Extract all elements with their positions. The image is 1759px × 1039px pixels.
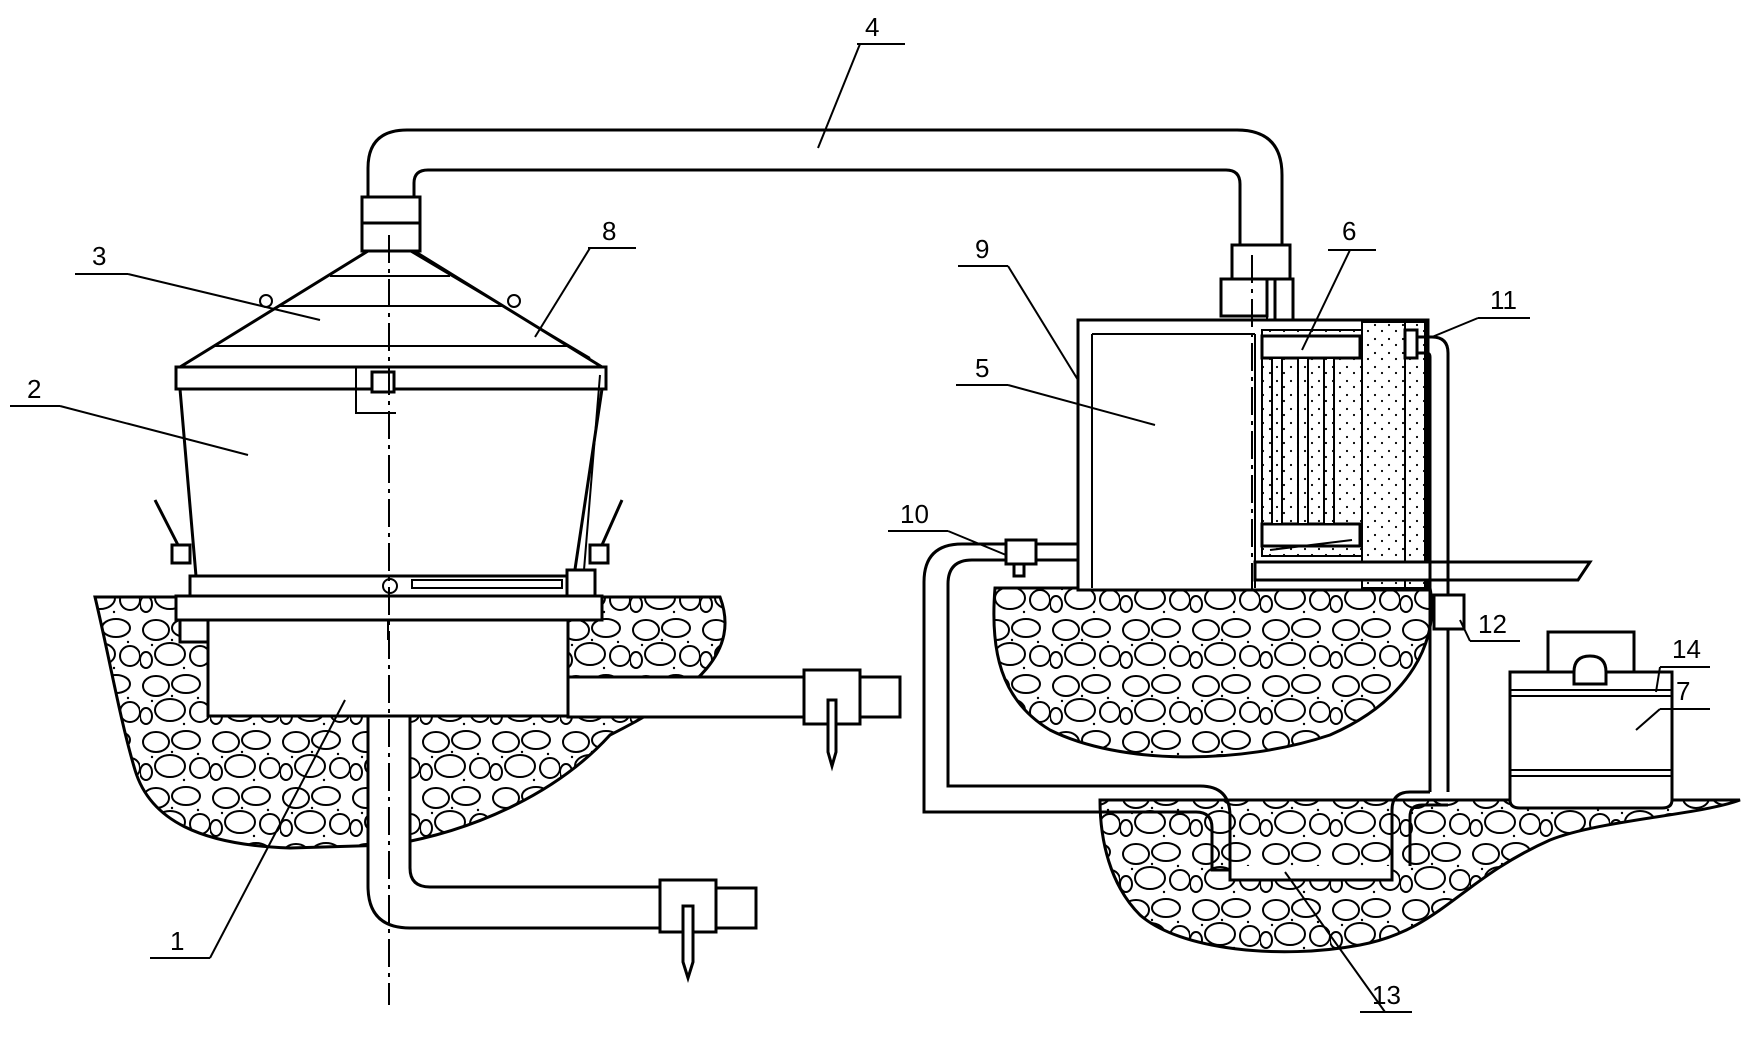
valve-12 <box>1432 593 1466 631</box>
collection-pit <box>1228 866 1394 882</box>
label-12: 12 <box>1478 609 1507 639</box>
label-3: 3 <box>92 241 106 271</box>
storage-container <box>1508 630 1674 810</box>
still-body <box>153 365 624 602</box>
label-6: 6 <box>1342 216 1356 246</box>
label-7: 7 <box>1676 676 1690 706</box>
pit-return-pipe <box>1390 790 1448 866</box>
right-ground-mound-lower <box>1098 798 1741 954</box>
tank-wall-insulation <box>1404 321 1426 589</box>
label-1: 1 <box>170 926 184 956</box>
still-lid <box>174 249 608 369</box>
label-13: 13 <box>1372 980 1401 1010</box>
label-2: 2 <box>27 374 41 404</box>
condenser-coil <box>1260 329 1363 557</box>
label-11: 11 <box>1490 285 1517 315</box>
label-9: 9 <box>975 234 989 264</box>
label-5: 5 <box>975 353 989 383</box>
label-8: 8 <box>602 216 616 246</box>
label-4: 4 <box>865 12 879 42</box>
leader-lines <box>10 43 1710 1013</box>
label-10: 10 <box>900 499 929 529</box>
label-14: 14 <box>1672 634 1701 664</box>
outlet-trough <box>1253 560 1593 582</box>
right-ground-mound-upper <box>992 586 1434 759</box>
condenser-pipe <box>360 128 1295 335</box>
drain-pipe-left <box>366 714 758 984</box>
inlet-pipe <box>922 538 1232 872</box>
